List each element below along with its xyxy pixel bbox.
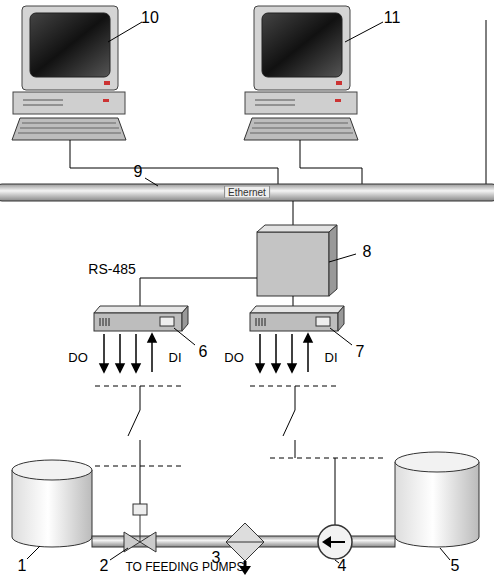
- callout-number: 11: [384, 9, 401, 27]
- callout-number: 9: [134, 163, 143, 181]
- flow-note: TO FEEDING PUMPS: [125, 562, 244, 575]
- bus-label: Ethernet: [224, 186, 270, 199]
- callout-number: 5: [451, 557, 460, 575]
- callout-number: 1: [18, 557, 27, 575]
- callout-number: 8: [363, 243, 372, 261]
- callout-number: 2: [100, 557, 109, 575]
- callout-number: 7: [356, 343, 365, 361]
- bus-label: RS-485: [88, 262, 135, 277]
- signal-name: DI: [169, 351, 182, 365]
- callout-number: 4: [338, 557, 347, 575]
- signal-name: DO: [68, 351, 88, 365]
- callout-number: 10: [141, 9, 159, 27]
- callout-number: 6: [199, 343, 208, 361]
- signal-name: DO: [224, 351, 244, 365]
- signal-name: DI: [325, 351, 338, 365]
